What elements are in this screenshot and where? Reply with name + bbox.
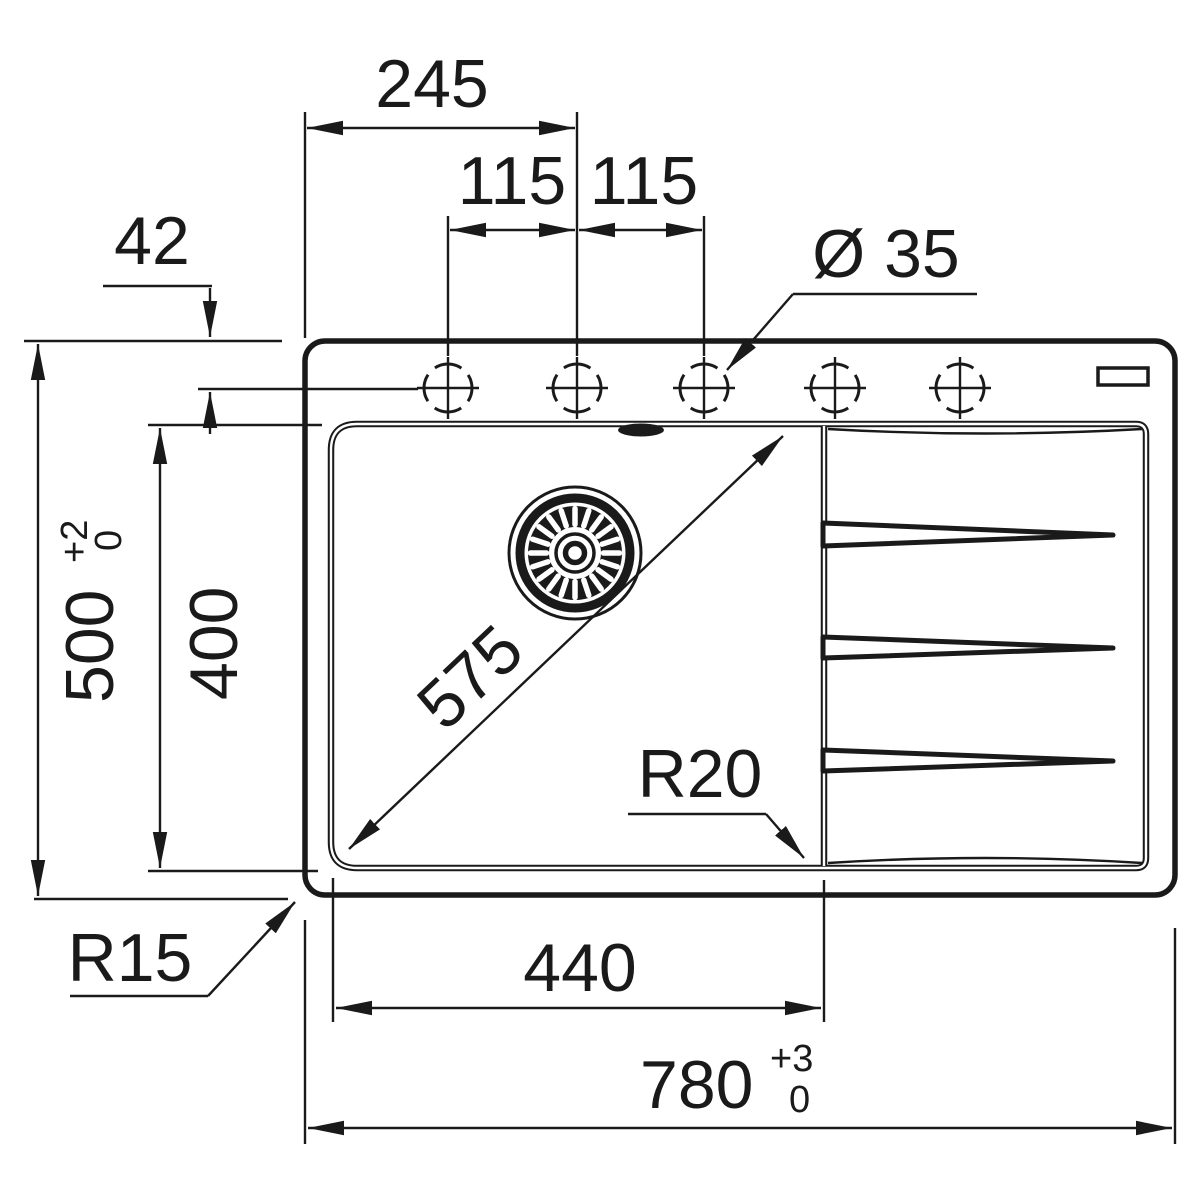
faucet-holes (417, 357, 991, 419)
dim-500-label: 500 (52, 590, 128, 703)
dim-hole-diameter-label: Ø 35 (812, 216, 959, 292)
faucet-hole (673, 357, 735, 419)
accessory-knockout (1096, 366, 1150, 387)
dim-hole-diameter: Ø 35 (726, 216, 977, 371)
dim-440-label: 440 (523, 930, 636, 1006)
dim-500-tol-minus: 0 (88, 530, 130, 551)
dim-780: 780 +3 0 (303, 920, 1177, 1144)
inner-depression-edge-inner (329, 422, 1148, 870)
dim-245: 245 (303, 46, 579, 356)
dimensions: 245 115 115 42 Ø 35 (24, 46, 1177, 1144)
dim-500: 500 +2 0 (24, 339, 288, 901)
faucet-hole (804, 357, 866, 419)
dim-r20: R20 (628, 736, 805, 859)
faucet-hole (546, 357, 608, 419)
dim-400-label: 400 (176, 587, 252, 700)
dim-575-label: 575 (403, 611, 538, 744)
dim-r15-label: R15 (68, 920, 193, 996)
drainer-groove (820, 520, 1116, 549)
drainer-groove (820, 747, 1116, 774)
dim-42-label: 42 (114, 203, 190, 279)
overflow-slot (618, 423, 664, 437)
dim-780-tol-minus: 0 (789, 1079, 810, 1121)
dim-r20-label: R20 (638, 736, 763, 812)
dim-780-tol-plus: +3 (770, 1038, 813, 1080)
dim-500-tol-plus: +2 (54, 520, 96, 563)
dim-440: 440 (331, 878, 826, 1022)
dim-42: 42 (103, 203, 418, 434)
dim-400: 400 (148, 423, 322, 873)
dim-115-pair: 115 115 (446, 143, 706, 356)
faucet-hole (417, 357, 479, 419)
faucet-hole (929, 357, 991, 419)
drainer-bottom-contour (827, 856, 1143, 865)
dim-r15: R15 (68, 901, 296, 998)
dim-115-left-label: 115 (458, 143, 566, 219)
dim-115-right-label: 115 (590, 143, 698, 219)
dim-780-label: 780 (640, 1047, 753, 1123)
drainer-groove (820, 634, 1116, 661)
dim-245-label: 245 (375, 46, 488, 122)
drainer-grooves (820, 520, 1116, 774)
drainer-top-contour (827, 427, 1143, 435)
waste-strainer (507, 485, 643, 621)
